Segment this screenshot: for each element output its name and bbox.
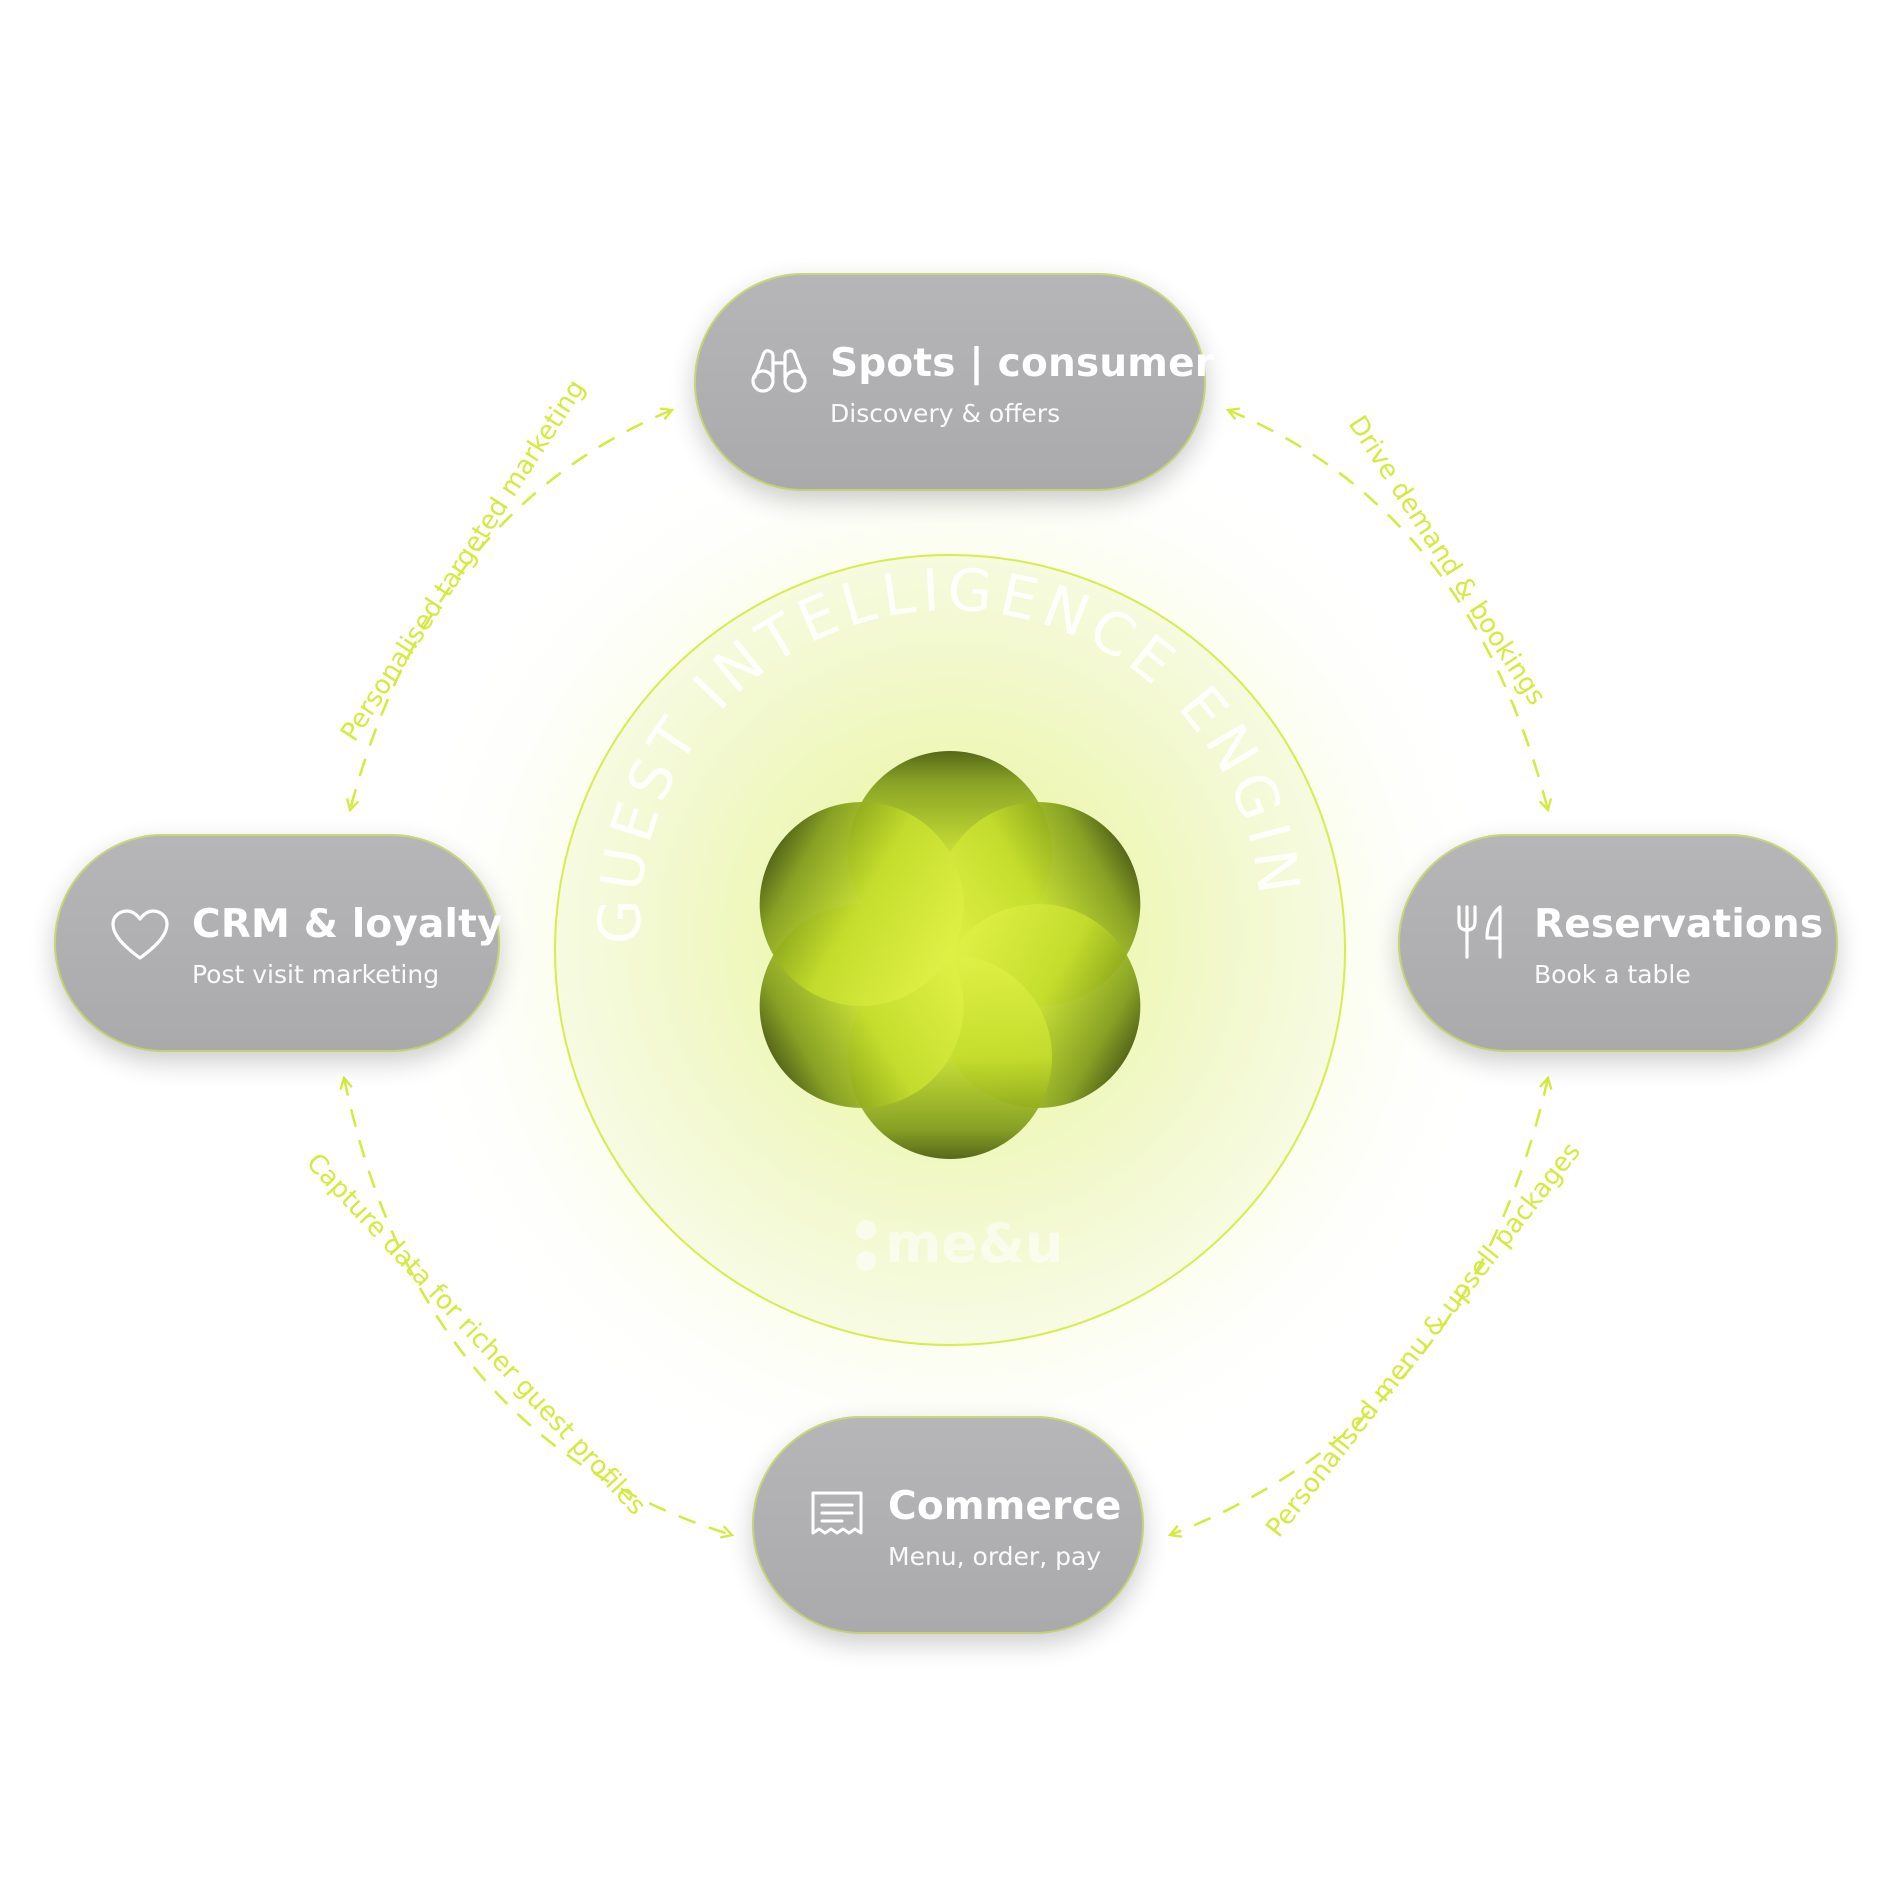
card-crm-subtitle: Post visit marketing — [192, 960, 440, 989]
flow-arc-bottom-left — [344, 1078, 732, 1535]
card-spots-title: Spots | consumer — [830, 341, 1215, 386]
card-crm-title: CRM & loyalty — [192, 902, 503, 947]
card-commerce[interactable]: Commerce Menu, order, pay — [752, 1416, 1144, 1634]
card-spots[interactable]: Spots | consumer Discovery & offers — [694, 273, 1214, 491]
engine-flower-icon — [759, 751, 1141, 1159]
card-reservations-subtitle: Book a table — [1534, 960, 1691, 989]
receipt-icon — [810, 1490, 864, 1540]
flow-arc-top-right — [1228, 410, 1548, 810]
svg-text:me&u: me&u — [885, 1212, 1063, 1275]
fork-knife-icon — [1456, 904, 1506, 964]
card-reservations[interactable]: Reservations Book a table — [1398, 834, 1838, 1052]
card-spots-subtitle: Discovery & offers — [830, 399, 1061, 428]
flow-arc-top-left — [350, 410, 672, 810]
meu-logo: me&u — [856, 1212, 1063, 1275]
card-commerce-subtitle: Menu, order, pay — [888, 1542, 1102, 1571]
heart-icon — [110, 908, 170, 966]
card-commerce-title: Commerce — [888, 1484, 1122, 1529]
binoculars-icon — [750, 347, 808, 399]
card-reservations-title: Reservations — [1534, 902, 1824, 947]
card-crm-loyalty[interactable]: CRM & loyalty Post visit marketing — [54, 834, 503, 1052]
